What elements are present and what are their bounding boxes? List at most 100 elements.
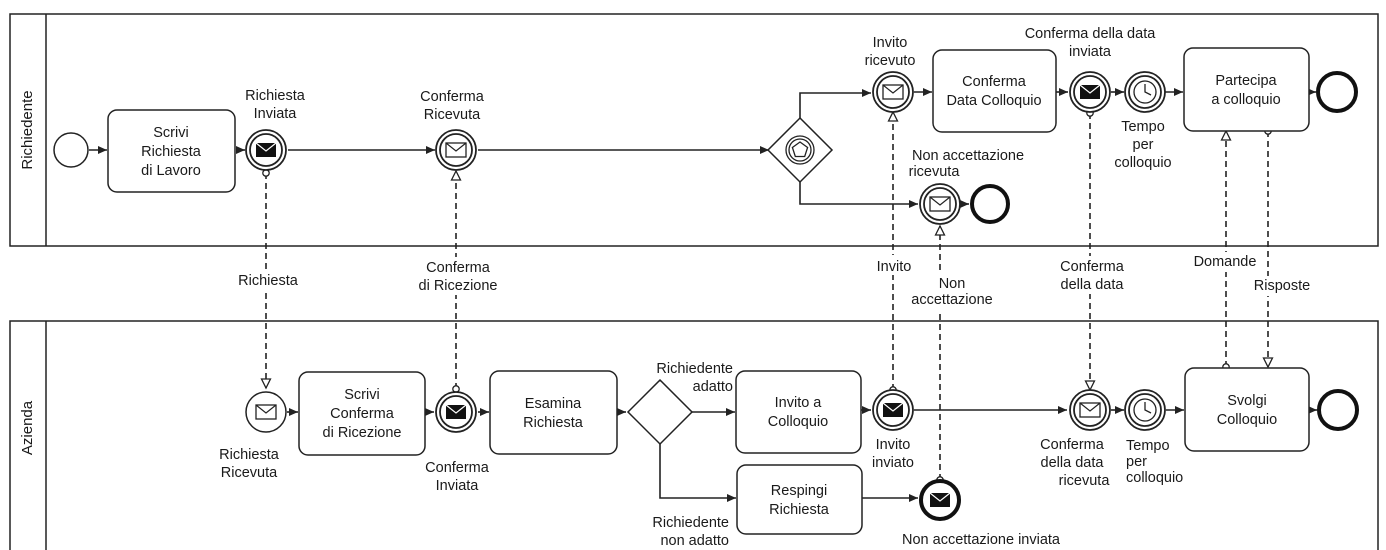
- task-label: Richiesta: [769, 502, 830, 518]
- envelope-icon: [445, 142, 467, 158]
- event-label: inviata: [1069, 44, 1112, 60]
- event-label: ricevuta: [1059, 473, 1111, 489]
- task-label: di Ricezione: [323, 425, 402, 441]
- message-label-invito: Invito: [877, 259, 912, 275]
- event-label: per: [1126, 454, 1147, 470]
- end-event-non-accettazione-inviata[interactable]: [919, 479, 961, 521]
- event-conferma-ricevuta[interactable]: [435, 129, 477, 171]
- event-label: Inviata: [254, 106, 298, 122]
- event-richiesta-inviata[interactable]: [245, 129, 287, 171]
- message-flows: [260, 109, 1274, 484]
- event-invito-ricevuto[interactable]: [872, 71, 914, 113]
- pentagon-icon: [791, 141, 809, 158]
- task-partecipa-colloquio[interactable]: Partecipa a colloquio: [1183, 47, 1310, 132]
- task-label: di Lavoro: [141, 163, 201, 179]
- end-event-richiedente[interactable]: [1316, 71, 1358, 113]
- message-label-conferma-data-1: Conferma: [1060, 259, 1125, 275]
- envelope-icon: [882, 84, 904, 100]
- end-event-non-accettazione[interactable]: [970, 184, 1010, 224]
- event-label: Richiesta: [219, 447, 280, 463]
- event-label: Non accettazione inviata: [902, 532, 1061, 548]
- task-invito-colloquio[interactable]: Invito a Colloquio: [735, 370, 862, 454]
- message-label-risposte: Risposte: [1254, 278, 1310, 294]
- task-label: Data Colloquio: [946, 93, 1041, 109]
- task-label: Richiesta: [523, 415, 584, 431]
- message-label-conferma-data-2: della data: [1061, 277, 1125, 293]
- event-label: colloquio: [1114, 155, 1171, 171]
- message-label-conferma-ricezione-2: di Ricezione: [419, 278, 498, 294]
- task-label: Conferma: [962, 74, 1027, 90]
- task-esamina-richiesta[interactable]: Esamina Richiesta: [489, 370, 618, 455]
- task-svolgi-colloquio[interactable]: Svolgi Colloquio: [1184, 367, 1310, 452]
- task-label: Colloquio: [1217, 412, 1277, 428]
- gateway-label: adatto: [693, 379, 733, 395]
- task-label: Svolgi: [1227, 393, 1267, 409]
- task-scrivi-richiesta[interactable]: Scrivi Richiesta di Lavoro: [107, 109, 236, 193]
- envelope-filled-icon: [1079, 84, 1101, 99]
- event-conferma-inviata[interactable]: [435, 391, 477, 433]
- gateway-label: non adatto: [660, 533, 729, 549]
- event-non-accettazione-ricevuta[interactable]: [919, 183, 961, 225]
- event-label: Invito: [876, 437, 911, 453]
- event-label: della data: [1041, 455, 1105, 471]
- pool-title-richiedente: Richiedente: [19, 90, 36, 169]
- timer-event-bottom[interactable]: [1124, 389, 1166, 431]
- task-label: Scrivi: [153, 125, 188, 141]
- event-invito-inviato[interactable]: [872, 389, 914, 431]
- event-based-gateway[interactable]: [766, 116, 834, 184]
- pool-title-azienda: Azienda: [19, 400, 36, 455]
- pool-azienda: Azienda: [9, 320, 1379, 550]
- message-label-domande: Domande: [1194, 254, 1257, 270]
- event-conferma-data-ricevuta[interactable]: [1069, 389, 1111, 431]
- task-label: Colloquio: [768, 414, 828, 430]
- event-label: ricevuta: [909, 164, 961, 180]
- message-flow-labels: Richiesta Conferma di Ricezione Invito N…: [228, 252, 1320, 310]
- envelope-filled-icon: [882, 402, 904, 417]
- event-label: Non accettazione: [912, 148, 1024, 164]
- task-label: Respingi: [771, 483, 827, 499]
- envelope-icon: [929, 196, 951, 212]
- event-label: colloquio: [1126, 470, 1183, 486]
- event-label: Conferma: [420, 89, 485, 105]
- envelope-filled-icon: [445, 404, 467, 419]
- event-label: per: [1133, 137, 1154, 153]
- envelope-filled-icon: [929, 492, 951, 507]
- event-label: Inviata: [436, 478, 480, 494]
- pool-richiedente: Richiedente: [9, 13, 1379, 247]
- task-label: Scrivi: [344, 387, 379, 403]
- envelope-icon: [1079, 402, 1101, 418]
- task-label: a colloquio: [1211, 92, 1280, 108]
- gateway-label: Richiedente: [656, 361, 733, 377]
- task-scrivi-conferma[interactable]: Scrivi Conferma di Ricezione: [298, 371, 426, 456]
- event-label: Conferma: [425, 460, 490, 476]
- end-event-azienda[interactable]: [1317, 389, 1359, 431]
- event-label: Ricevuta: [221, 465, 278, 481]
- event-label: Richiesta: [245, 88, 306, 104]
- event-label: Conferma della data: [1025, 26, 1157, 42]
- event-label: ricevuto: [865, 53, 916, 69]
- message-label-non-accettazione-2: accettazione: [911, 292, 992, 308]
- message-label-richiesta: Richiesta: [238, 273, 299, 289]
- event-label: Ricevuta: [424, 107, 481, 123]
- timer-event-top[interactable]: [1124, 71, 1166, 113]
- start-event-richiesta-ricevuta[interactable]: [245, 391, 287, 433]
- event-label: inviato: [872, 455, 914, 471]
- task-label: Invito a: [775, 395, 823, 411]
- clock-icon: [1133, 398, 1157, 422]
- task-label: Esamina: [525, 396, 582, 412]
- event-label: Tempo: [1126, 438, 1170, 454]
- start-event-richiedente[interactable]: [53, 132, 89, 168]
- message-label-conferma-ricezione-1: Conferma: [426, 260, 491, 276]
- event-label: Tempo: [1121, 119, 1165, 135]
- task-conferma-data-colloquio[interactable]: Conferma Data Colloquio: [932, 49, 1057, 133]
- gateway-label: Richiedente: [652, 515, 729, 531]
- sequence-flows: [89, 88, 1317, 502]
- task-label: Conferma: [330, 406, 395, 422]
- message-label-non-accettazione-1: Non: [939, 276, 966, 292]
- envelope-filled-icon: [255, 142, 277, 157]
- task-respingi-richiesta[interactable]: Respingi Richiesta: [736, 464, 863, 535]
- exclusive-gateway[interactable]: [626, 378, 694, 446]
- envelope-icon: [255, 404, 277, 420]
- event-conferma-data-inviata[interactable]: [1069, 71, 1111, 113]
